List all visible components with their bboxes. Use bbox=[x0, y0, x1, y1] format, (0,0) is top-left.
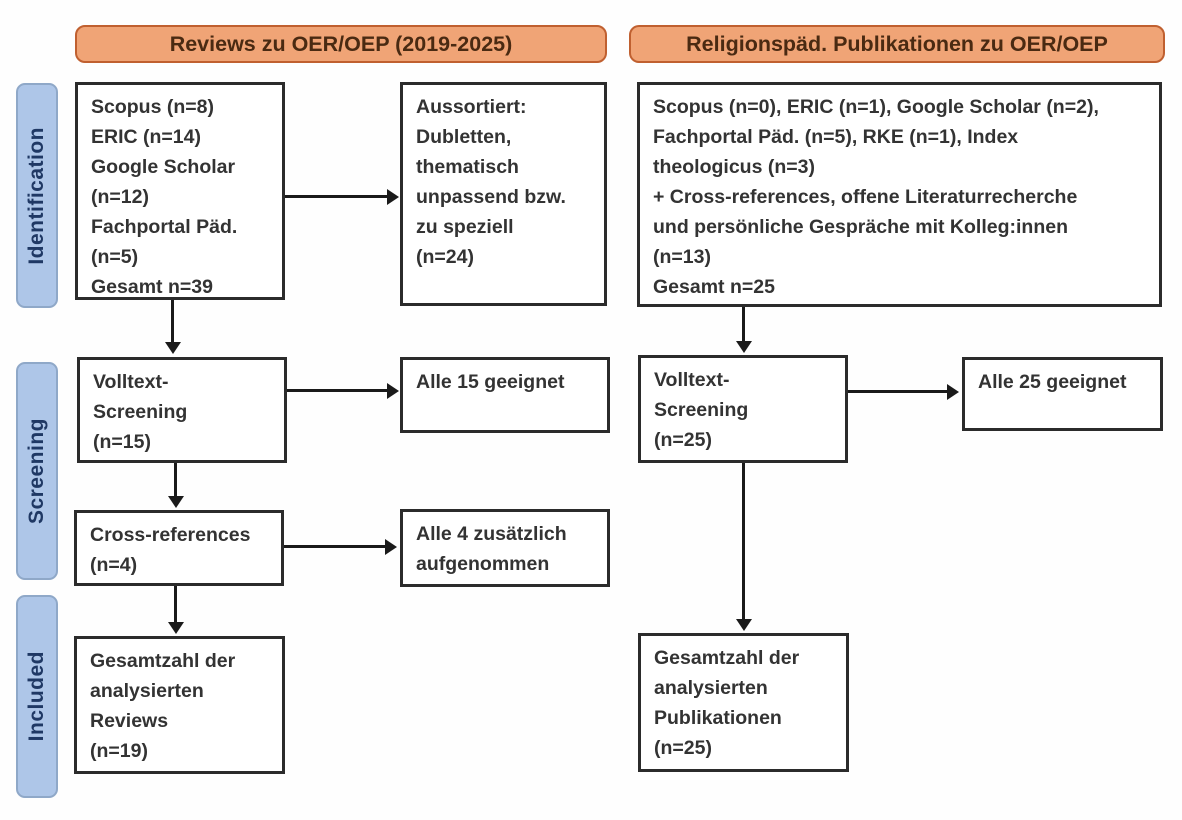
box-left-excluded: Aussortiert: Dubletten, thematisch unpas… bbox=[400, 82, 607, 306]
stage-label-identification-text: Identification bbox=[25, 126, 48, 265]
arrow-right-fulltext-to-total bbox=[735, 463, 752, 631]
arrow-left-fulltext-to-crossref bbox=[167, 463, 184, 508]
stage-label-screening-text: Screening bbox=[25, 417, 48, 525]
column-header-reviews: Reviews zu OER/OEP (2019-2025) bbox=[75, 25, 607, 63]
arrow-right-fulltext-to-result bbox=[848, 383, 959, 400]
stage-label-identification: Identification bbox=[16, 83, 58, 308]
box-left-fulltext-screening: Volltext- Screening (n=15) bbox=[77, 357, 287, 463]
box-right-fulltext-result: Alle 25 geeignet bbox=[962, 357, 1163, 431]
arrow-left-sources-to-fulltext bbox=[164, 300, 181, 354]
box-right-fulltext-screening: Volltext- Screening (n=25) bbox=[638, 355, 848, 463]
box-left-sources: Scopus (n=8) ERIC (n=14) Google Scholar … bbox=[75, 82, 285, 300]
box-right-sources: Scopus (n=0), ERIC (n=1), Google Scholar… bbox=[637, 82, 1162, 307]
box-left-crossref-result: Alle 4 zusätzlich aufgenommen bbox=[400, 509, 610, 587]
arrow-right-sources-to-fulltext bbox=[735, 307, 752, 353]
box-left-fulltext-result: Alle 15 geeignet bbox=[400, 357, 610, 433]
arrow-left-crossref-to-total bbox=[167, 586, 184, 634]
box-left-cross-references: Cross-references (n=4) bbox=[74, 510, 284, 586]
arrow-left-sources-to-excluded bbox=[285, 188, 399, 205]
stage-label-screening: Screening bbox=[16, 362, 58, 580]
stage-label-included: Included bbox=[16, 595, 58, 798]
arrow-left-fulltext-to-result bbox=[287, 382, 399, 399]
box-right-included-total: Gesamtzahl der analysierten Publikatione… bbox=[638, 633, 849, 772]
column-header-religionspaed: Religionspäd. Publikationen zu OER/OEP bbox=[629, 25, 1165, 63]
box-left-included-total: Gesamtzahl der analysierten Reviews (n=1… bbox=[74, 636, 285, 774]
stage-label-included-text: Included bbox=[25, 651, 48, 742]
arrow-left-crossref-to-result bbox=[284, 538, 397, 555]
